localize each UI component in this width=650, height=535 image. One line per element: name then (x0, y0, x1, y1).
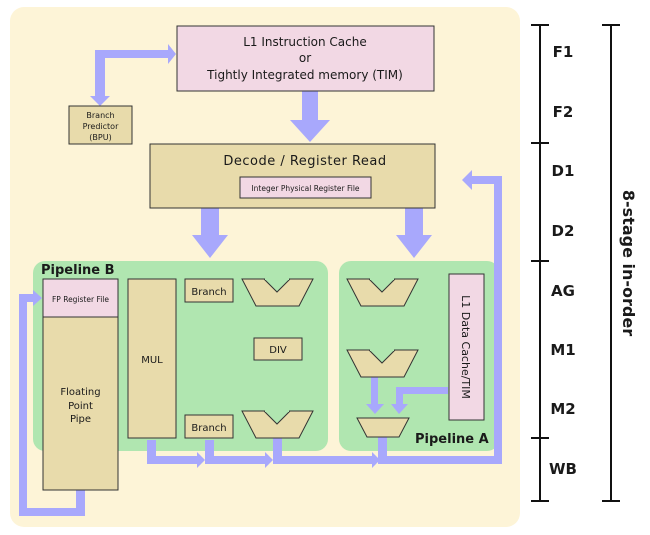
pipeline-a-label: Pipeline A (415, 432, 489, 447)
bpu-label-1: Branch (86, 111, 114, 120)
stage-f2: F2 (553, 103, 574, 121)
arrow-bpu-stem (95, 50, 105, 100)
branch-unit-top (184, 278, 234, 303)
arrow-bpu-to-icache (95, 44, 176, 64)
arrow-aluA2-down (371, 376, 378, 406)
stage-d1: D1 (552, 162, 575, 180)
branch-bottom-label: Branch (191, 423, 226, 434)
writeback-bus (378, 456, 502, 464)
arrow-decode-b-head (192, 235, 228, 258)
l1-instruction-cache (176, 25, 435, 92)
alu-a-bottom (356, 417, 410, 438)
mul-label: MUL (141, 355, 163, 366)
arrow-branch-to-alu (265, 452, 273, 468)
arrow-mul-to-branch (197, 452, 205, 468)
fpp-label-2: Point (68, 401, 93, 412)
stage-m2: M2 (550, 400, 575, 418)
stage-scale (531, 24, 620, 502)
arrow-fp-to-regfile (33, 290, 42, 306)
arrow-alu-to-wb (372, 452, 380, 468)
stage-ag: AG (551, 282, 575, 300)
arrow-fp-down (76, 490, 85, 516)
div-unit (253, 337, 303, 361)
integer-register-file (239, 176, 372, 199)
arrow-fp-loop (19, 508, 85, 516)
arrow-to-bpu-head (90, 96, 110, 106)
branch-top-label: Branch (191, 287, 226, 298)
fpp-label-3: Pipe (70, 414, 91, 425)
icache-label-1: L1 Instruction Cache (243, 35, 367, 49)
arrow-icache-decode-head (290, 120, 330, 142)
arrow-decode-a-stem (405, 208, 423, 236)
arrow-dcache-out (396, 387, 448, 394)
div-label: DIV (269, 345, 287, 356)
arrow-decode-b-stem (201, 208, 219, 236)
l1-data-cache (448, 273, 485, 421)
floating-point-pipe (42, 316, 119, 491)
bpu-label-3: (BPU) (89, 133, 111, 142)
stage-m1: M1 (550, 341, 575, 359)
icache-label-3: Tightly Integrated memory (TIM) (206, 68, 403, 82)
dcache-label: L1 Data Cache/TIM (459, 295, 472, 399)
decode-label: Decode / Register Read (223, 154, 386, 169)
arrow-decode-a-head (396, 235, 432, 258)
feedback-bus (494, 176, 502, 464)
stage-f1: F1 (553, 43, 574, 61)
branch-predictor (68, 105, 133, 145)
arrow-icache-decode-stem (302, 91, 318, 121)
stage-wb: WB (549, 460, 577, 478)
arrows (19, 44, 502, 516)
mul-unit (127, 278, 177, 439)
stage-d2: D2 (552, 222, 575, 240)
bpu-label-2: Predictor (83, 122, 119, 131)
fpp-label-1: Floating (60, 387, 100, 398)
pipeline-b-label: Pipeline B (41, 263, 115, 278)
fp-register-file (42, 278, 119, 318)
arrow-mul-down (147, 440, 156, 464)
pipeline-depth-label: 8-stage in-order (619, 190, 638, 336)
arrow-feedback-decode (462, 170, 472, 190)
icache-label-2: or (299, 51, 311, 65)
int-regfile-label: Integer Physical Register File (251, 184, 359, 193)
branch-unit-bottom (184, 414, 234, 439)
fp-regfile-label: FP Register File (52, 295, 109, 304)
